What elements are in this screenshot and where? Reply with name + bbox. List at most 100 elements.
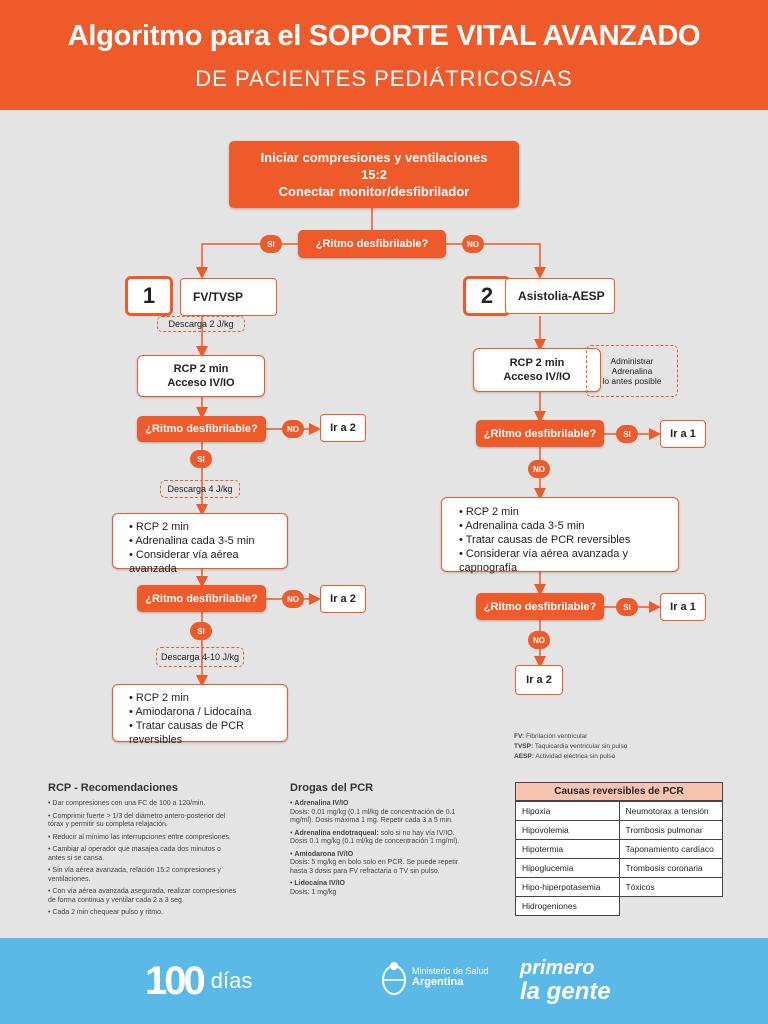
abbrev-value: Actividad eléctrica sin pulso xyxy=(535,753,616,760)
left-si-pill-1: SI xyxy=(190,450,212,468)
cause-cell: Hipoglucemia xyxy=(515,858,620,878)
left-goto-2: Ir a 2 xyxy=(320,585,366,613)
left-si-pill-2: SI xyxy=(190,622,212,640)
rcp-item: • Cada 2 min chequear pulso y ritmo. xyxy=(48,909,163,916)
page-title: Algoritmo para el SOPORTE VITAL AVANZADO xyxy=(67,20,701,52)
drug-text: solo si no hay vía IV/IO. Dosis 0.1 mg/k… xyxy=(290,829,460,846)
decision-top: ¿Ritmo desfibrilable? xyxy=(298,230,446,258)
empty-cell xyxy=(619,897,723,916)
abbreviations: FV: Fibrilación ventricular TVSP: Taquic… xyxy=(514,732,714,762)
drug-text: Dosis: 0.01 mg/kg (0.1 ml/kg de concentr… xyxy=(290,808,456,825)
abbrev-row: AESP: Actividad eléctrica sin pulso xyxy=(514,752,714,762)
cause-cell: Neumotorax a tensión xyxy=(618,801,723,821)
right-no-pill-2: NO xyxy=(528,631,550,649)
cause-cell: Hipo-hiperpotasemia xyxy=(515,877,620,897)
left-goto-1: Ir a 2 xyxy=(320,414,366,442)
left-rcp-box-1: RCP 2 min Acceso IV/IO xyxy=(137,355,265,397)
rcp-item: • Comprimir fuerte > 1/3 del diámetro an… xyxy=(48,812,226,829)
logo-100-number: 100 xyxy=(145,958,206,1003)
drug-name: Adrenalina endotraqueal: xyxy=(294,829,379,837)
left-list2-item: Considerar vía aérea avanzada xyxy=(129,548,287,576)
adrenalina-line1: Administrar xyxy=(610,356,654,366)
left-list-box-2: RCP 2 min Adrenalina cada 3-5 min Consid… xyxy=(112,513,288,575)
left-list2-item: RCP 2 min xyxy=(129,520,287,534)
rcp-section: RCP - Recomendaciones • Dar compresiones… xyxy=(48,782,238,922)
right-decision-2: ¿Ritmo desfibrilable? xyxy=(476,593,604,620)
drug-name: Amiodarona IV/IO xyxy=(294,850,354,858)
drugs-title: Drogas del PCR xyxy=(290,782,374,794)
right-final-goto: Ir a 2 xyxy=(515,665,563,695)
left-list3-item: RCP 2 min xyxy=(129,691,287,705)
rcp-item-text: Sin vía aérea avanzada, relación 15:2 co… xyxy=(48,867,221,883)
right-rcp1-line2: Acceso IV/IO xyxy=(503,371,571,383)
drug-text: Dosis: 5 mg/kg en bolo solo en PCR. Se p… xyxy=(290,859,459,875)
left-label-box: FV/TVSP xyxy=(180,278,277,316)
right-label-box: Asistolia-AESP xyxy=(505,278,615,314)
right-rcp-box-1: RCP 2 min Acceso IV/IO xyxy=(473,348,601,392)
right-goto-2: Ir a 1 xyxy=(660,593,706,621)
left-list2-item: Adrenalina cada 3-5 min xyxy=(129,534,287,548)
start-line-1: Iniciar compresiones y ventilaciones xyxy=(260,150,488,165)
start-line-2: 15:2 xyxy=(360,167,388,182)
cause-cell: Tóxicos xyxy=(618,877,723,897)
rcp-item-text: Cada 2 min chequear pulso y ritmo. xyxy=(52,909,163,916)
left-rcp1-line1: RCP 2 min xyxy=(173,363,229,375)
logo-100-text: días xyxy=(210,968,253,993)
rcp-title: RCP - Recomendaciones xyxy=(48,782,179,794)
abbrev-key: TVSP: xyxy=(514,743,534,750)
rcp-item-text: Cambiar al operador que masajea cada dos… xyxy=(48,846,221,862)
abbrev-row: FV: Fibrilación ventricular xyxy=(514,732,714,742)
abbrev-value: Taquicardia ventricular sin pulso xyxy=(534,743,628,750)
header-banner: Algoritmo para el SOPORTE VITAL AVANZADO… xyxy=(0,0,768,110)
right-adrenalina-note: Administrar Adrenalina lo antes posible xyxy=(586,345,678,397)
cause-cell: Trombosis coronaria xyxy=(618,858,723,878)
ministry-line1: Ministerio de Salud xyxy=(412,966,489,976)
left-dose-1: Descarga 2 J/kg xyxy=(157,316,245,332)
drug-item: • Adrenalina endotraqueal: solo si no ha… xyxy=(290,829,460,846)
left-no-pill-2: NO xyxy=(282,590,304,608)
cause-cell: Hipoxia xyxy=(515,801,620,821)
rcp-item: • Cambiar al operador que masajea cada d… xyxy=(48,846,221,862)
logo-100-dias: 100 días xyxy=(145,958,252,1004)
cause-cell: Hipotermia xyxy=(515,839,620,859)
abbrev-row: TVSP: Taquicardia ventricular sin pulso xyxy=(514,742,714,752)
table-row: Hidrogeniones xyxy=(515,896,723,916)
drug-name: Lidocaína IV/IO xyxy=(294,880,345,887)
right-decision-1: ¿Ritmo desfibrilable? xyxy=(476,420,604,447)
right-list2-item: Considerar vía aérea avanzada y capnogra… xyxy=(459,547,678,575)
cause-cell: Hidrogeniones xyxy=(515,896,620,916)
slogan-line2: la gente xyxy=(520,978,611,1005)
rcp-item-text: Con vía aérea avanzada asegurada, realiz… xyxy=(48,888,237,904)
left-decision-1: ¿Ritmo desfibrilable? xyxy=(137,416,266,442)
right-list-box-2: RCP 2 min Adrenalina cada 3-5 min Tratar… xyxy=(441,497,679,575)
rcp-item-text: Dar compresiones con una FC de 100 a 120… xyxy=(52,800,206,807)
no-pill-top: NO xyxy=(462,235,484,253)
right-number-box: 2 xyxy=(463,276,511,316)
start-line-3: Conectar monitor/desfibrilador xyxy=(278,184,470,199)
rcp-item: • Con vía aérea avanzada asegurada, real… xyxy=(48,888,237,904)
causes-title: Causas reversibles de PCR xyxy=(515,782,723,801)
argentina-seal-icon xyxy=(380,960,408,996)
rcp-item: • Dar compresiones con una FC de 100 a 1… xyxy=(48,800,206,807)
left-rcp1-line2: Acceso IV/IO xyxy=(167,377,235,389)
rcp-item: • Sin vía aérea avanzada, relación 15:2 … xyxy=(48,867,221,883)
left-decision-2: ¿Ritmo desfibrilable? xyxy=(137,585,266,612)
page-subtitle: DE PACIENTES PEDIÁTRICOS/AS xyxy=(195,66,573,91)
left-list3-item: Amiodarona / Lidocaína xyxy=(129,705,287,719)
drug-text: Dosis: 1 mg/kg xyxy=(290,888,337,896)
rcp-item-text: Reducir al mínimo las interrupciones ent… xyxy=(52,833,231,841)
abbrev-value: Fibrilación ventricular xyxy=(525,733,588,740)
right-no-pill-1: NO xyxy=(528,460,550,478)
drug-name: Adrenalina IV/IO xyxy=(294,800,349,807)
